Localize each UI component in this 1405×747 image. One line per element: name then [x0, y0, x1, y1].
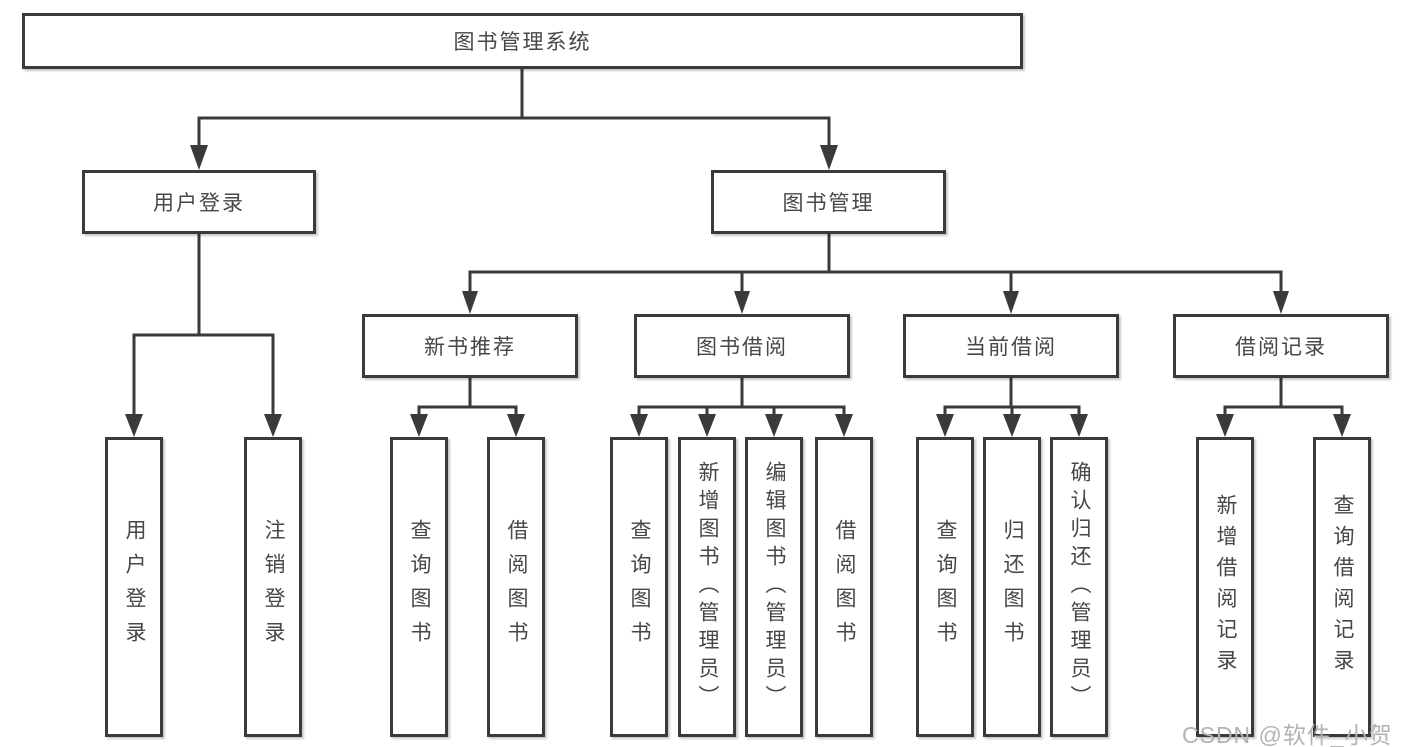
node-edit-books-admin: 编辑图书（管理员） — [745, 437, 803, 737]
node-borrow-records: 借阅记录 — [1173, 314, 1389, 378]
node-root: 图书管理系统 — [22, 13, 1023, 69]
node-add-books-admin: 新增图书（管理员） — [678, 437, 736, 737]
arrowheads — [125, 145, 1351, 437]
node-return-books: 归还图书 — [983, 437, 1041, 737]
csdn-watermark: CSDN @软件_小贺同学 — [1182, 722, 1393, 747]
node-query-books-3: 查询图书 — [916, 437, 974, 737]
node-new-book-recommend: 新书推荐 — [362, 314, 578, 378]
node-user-login: 用户登录 — [82, 170, 316, 234]
node-borrow-books: 借阅图书 — [487, 437, 545, 737]
node-book-management: 图书管理 — [711, 170, 946, 234]
node-borrow-books-2: 借阅图书 — [815, 437, 873, 737]
node-query-borrow-record: 查询借阅记录 — [1313, 437, 1371, 737]
node-query-books: 查询图书 — [390, 437, 448, 737]
node-add-borrow-record: 新增借阅记录 — [1196, 437, 1254, 737]
node-book-borrow: 图书借阅 — [634, 314, 850, 378]
node-user-login-leaf: 用户登录 — [105, 437, 163, 737]
node-confirm-return-admin: 确认归还（管理员） — [1050, 437, 1108, 737]
node-current-borrow: 当前借阅 — [903, 314, 1119, 378]
node-query-books-2: 查询图书 — [610, 437, 668, 737]
node-logout: 注销登录 — [244, 437, 302, 737]
